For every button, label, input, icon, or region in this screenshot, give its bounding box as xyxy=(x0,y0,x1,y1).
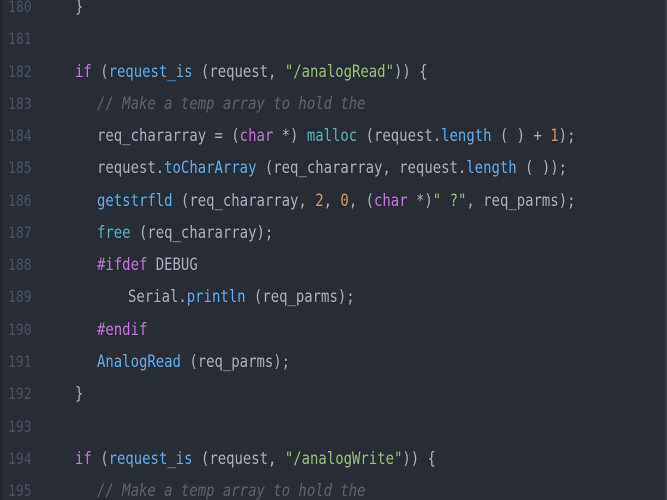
token-plain: *) xyxy=(407,190,433,211)
code-text: AnalogRead (req_parms); xyxy=(97,346,290,378)
line-number: 185 xyxy=(8,158,32,178)
token-plain: ( xyxy=(91,448,109,469)
code-text: // Make a temp array to hold the xyxy=(97,475,366,500)
token-plain: , req_parms); xyxy=(466,190,576,211)
token-plain: (request. xyxy=(357,126,442,147)
token-plain: request. xyxy=(97,158,165,179)
line-number: 192 xyxy=(8,384,32,404)
line-number: 189 xyxy=(8,287,32,307)
token-func: println xyxy=(186,287,246,308)
code-line[interactable]: 192} xyxy=(0,378,667,410)
token-number: 2 xyxy=(315,190,324,211)
code-line[interactable]: 193 xyxy=(0,411,667,443)
token-plain: ( ) + xyxy=(491,126,551,147)
token-func: length xyxy=(441,126,492,147)
token-plain: (req_chararray, xyxy=(172,190,316,211)
token-string: "/analogRead" xyxy=(284,61,394,82)
code-text: // Make a temp array to hold the xyxy=(97,88,366,120)
token-keyword: #endif xyxy=(97,319,148,340)
line-number: 184 xyxy=(8,126,32,146)
line-number: 190 xyxy=(8,319,32,339)
line-number: 181 xyxy=(8,29,32,49)
code-text: getstrfld (req_chararray, 2, 0, (char *)… xyxy=(97,185,575,217)
token-comment: // Make a temp array to hold the xyxy=(97,93,366,114)
line-number: 195 xyxy=(8,481,32,500)
token-string: "/analogWrite" xyxy=(284,448,403,469)
token-plain: ( )); xyxy=(516,158,568,179)
token-func: request_is xyxy=(108,61,193,82)
token-func: toCharArray xyxy=(164,158,257,179)
code-line[interactable]: 188 #ifdef DEBUG xyxy=(0,249,667,281)
token-plain: )) { xyxy=(402,448,436,469)
token-keyword: if xyxy=(75,61,92,82)
code-line[interactable]: 186 getstrfld (req_chararray, 2, 0, (char… xyxy=(0,185,667,217)
token-plain: DEBUG xyxy=(147,255,198,276)
code-text: free (req_chararray); xyxy=(97,217,273,249)
code-line[interactable]: 195 // Make a temp array to hold the xyxy=(0,475,667,500)
code-line[interactable]: 190 #endif xyxy=(0,314,667,346)
code-text: if (request_is (request, "/analogWrite")… xyxy=(75,443,436,475)
code-line[interactable]: 185 request.toCharArray (req_chararray, r… xyxy=(0,152,667,184)
token-plain: )) { xyxy=(393,61,428,82)
token-func: AnalogRead xyxy=(97,351,181,372)
code-line[interactable]: 182 if (request_is (request, "/analogRead… xyxy=(0,56,667,88)
line-number: 187 xyxy=(8,222,32,242)
code-line[interactable]: 194 if (request_is (request, "/analogWrit… xyxy=(0,443,667,475)
token-plain: (request, xyxy=(192,448,285,469)
code-line[interactable]: 180} xyxy=(0,0,667,23)
code-text: Serial.println (req_parms); xyxy=(128,281,355,313)
token-plain: , xyxy=(323,190,341,211)
token-plain: *) xyxy=(273,126,307,147)
token-number: 0 xyxy=(340,190,349,211)
code-line[interactable]: 187 free (req_chararray); xyxy=(0,217,667,249)
line-number: 186 xyxy=(8,190,32,210)
token-plain: } xyxy=(75,384,84,405)
token-plain: (request, xyxy=(192,61,285,82)
code-text: request.toCharArray (req_chararray, requ… xyxy=(97,152,567,184)
line-number: 194 xyxy=(8,448,32,468)
token-keyword: #ifdef xyxy=(97,255,148,276)
code-text: } xyxy=(75,378,83,410)
token-plain: . xyxy=(178,287,187,308)
token-plain: ); xyxy=(558,126,576,147)
code-line[interactable]: 184 req_chararray = (char *) malloc (requ… xyxy=(0,120,667,152)
code-line[interactable]: 183 // Make a temp array to hold the xyxy=(0,88,667,120)
code-line[interactable]: 191 AnalogRead (req_parms); xyxy=(0,346,667,378)
token-plain: ( xyxy=(91,61,109,82)
token-number: 1 xyxy=(550,126,559,147)
code-line[interactable]: 181 xyxy=(0,23,667,55)
token-plain: (req_chararray); xyxy=(130,222,274,243)
scrollbar-track[interactable] xyxy=(665,0,667,500)
line-number: 193 xyxy=(8,416,32,436)
token-comment: // Make a temp array to hold the xyxy=(97,481,366,500)
code-line[interactable]: 189 Serial.println (req_parms); xyxy=(0,281,667,313)
code-text: if (request_is (request, "/analogRead"))… xyxy=(75,56,428,88)
token-func: request_is xyxy=(108,448,193,469)
line-number: 183 xyxy=(8,93,32,113)
line-number: 191 xyxy=(8,351,32,371)
token-plain: (req_parms); xyxy=(245,287,355,308)
gutter-edge xyxy=(0,0,2,500)
token-func: length xyxy=(466,158,517,179)
token-string: " ?" xyxy=(432,190,467,211)
token-keyword: if xyxy=(75,448,92,469)
token-plain: (req_chararray, request. xyxy=(256,158,467,179)
token-plain: (req_parms); xyxy=(180,351,291,372)
token-keyword: char xyxy=(374,190,408,211)
line-number: 180 xyxy=(8,0,32,16)
token-builtin: malloc xyxy=(306,126,358,147)
token-plain: , ( xyxy=(348,190,375,211)
token-builtin: free xyxy=(97,222,131,243)
code-text: #endif xyxy=(97,314,147,346)
token-func: getstrfld xyxy=(97,190,173,211)
token-keyword: char xyxy=(239,126,274,147)
code-text: } xyxy=(75,0,83,23)
line-number: 188 xyxy=(8,255,32,275)
token-plain: req_chararray = ( xyxy=(97,126,240,147)
code-text: #ifdef DEBUG xyxy=(97,249,198,281)
token-class: Serial xyxy=(128,287,179,308)
line-number: 182 xyxy=(8,61,32,81)
token-plain: } xyxy=(75,0,84,17)
code-text: req_chararray = (char *) malloc (request… xyxy=(97,120,575,152)
